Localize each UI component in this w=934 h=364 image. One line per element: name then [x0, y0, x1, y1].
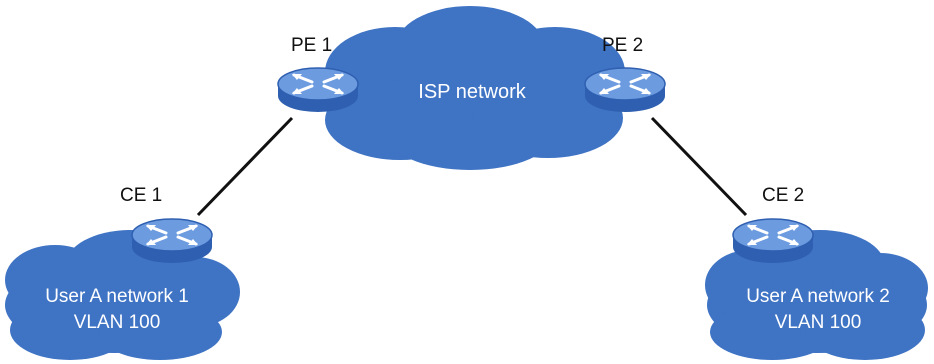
pe1-label: PE 1 — [291, 35, 332, 56]
pe1-router-icon — [276, 66, 360, 114]
site2-vlan-label: VLAN 100 — [775, 312, 862, 333]
link-ce1-pe1 — [196, 116, 294, 217]
site2-network-label: User A network 2 — [746, 286, 890, 307]
user-a-network-1-cloud: User A network 1 VLAN 100 — [5, 230, 240, 360]
ce2-label: CE 2 — [762, 185, 804, 206]
ce1-router-icon — [130, 217, 214, 265]
site1-network-label: User A network 1 — [45, 286, 189, 307]
ce1-label: CE 1 — [120, 185, 162, 206]
site1-vlan-label: VLAN 100 — [74, 312, 161, 333]
isp-network-cloud: ISP network — [320, 6, 625, 170]
isp-network-label: ISP network — [418, 81, 526, 103]
pe2-label: PE 2 — [602, 35, 643, 56]
pe2-router-icon — [583, 66, 667, 114]
ce2-router-icon — [731, 217, 815, 265]
link-pe2-ce2 — [650, 116, 748, 217]
